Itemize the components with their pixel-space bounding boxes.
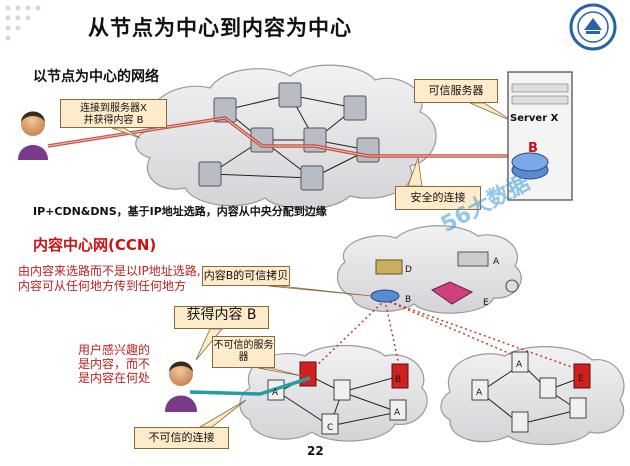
server-content-label: B [528,141,538,156]
content-label: B [395,375,401,385]
callout-connect-line2: 并获得内容 B [83,115,144,126]
content-label: A [272,388,279,398]
section-heading-node-centric: 以节点为中心的网络 [33,69,159,85]
corner-decoration [5,5,41,41]
content-label: B [405,295,411,305]
content-label: E [578,374,584,384]
callout-untrusted-connection: 不可信的连接 [134,427,229,449]
user-avatar-bottom [165,361,197,412]
ccn-cloud-left [239,344,428,442]
callout-trusted-server: 可信服务器 [414,79,498,103]
content-label: A [493,257,500,267]
callout-connect-line1: 连接到服务器X [80,103,147,114]
university-seal-icon [569,3,617,51]
page-number: 22 [307,444,324,458]
ip-cdn-caption: IP+CDN&DNS，基于IP地址选路，内容从中央分配到边缘 [33,205,327,218]
content-label: A [394,408,401,418]
ccn-description: 由内容来选路而不是以IP地址选路,内容可从任何地方传到任何地方 [18,264,201,293]
content-label: A [516,360,523,370]
server-x [507,71,573,201]
callout-get-content: 获得内容 B [174,306,269,329]
callout-untrusted-server: 不可信的服务器 [212,336,275,368]
content-label: C [327,423,333,433]
user-interest-note: 用户感兴趣的是内容，而不是内容在何处 [78,343,151,385]
section-heading-ccn: 内容中心网(CCN) [33,236,157,254]
callout-secure-connection: 安全的连接 [395,186,481,210]
server-x-label: Server X [510,113,559,124]
callout-trusted-copy: 内容B的可信拷贝 [202,266,290,286]
content-label: E [483,298,489,308]
callout-connect-server: 连接到服务器X 并获得内容 B [60,99,167,128]
slide-title: 从节点为中心到内容为中心 [88,16,352,40]
ccn-cloud-middle [337,225,522,314]
content-label: D [405,265,412,275]
content-label: A [476,388,483,398]
user-avatar-top [18,111,48,160]
ccn-cloud-right [440,346,625,446]
